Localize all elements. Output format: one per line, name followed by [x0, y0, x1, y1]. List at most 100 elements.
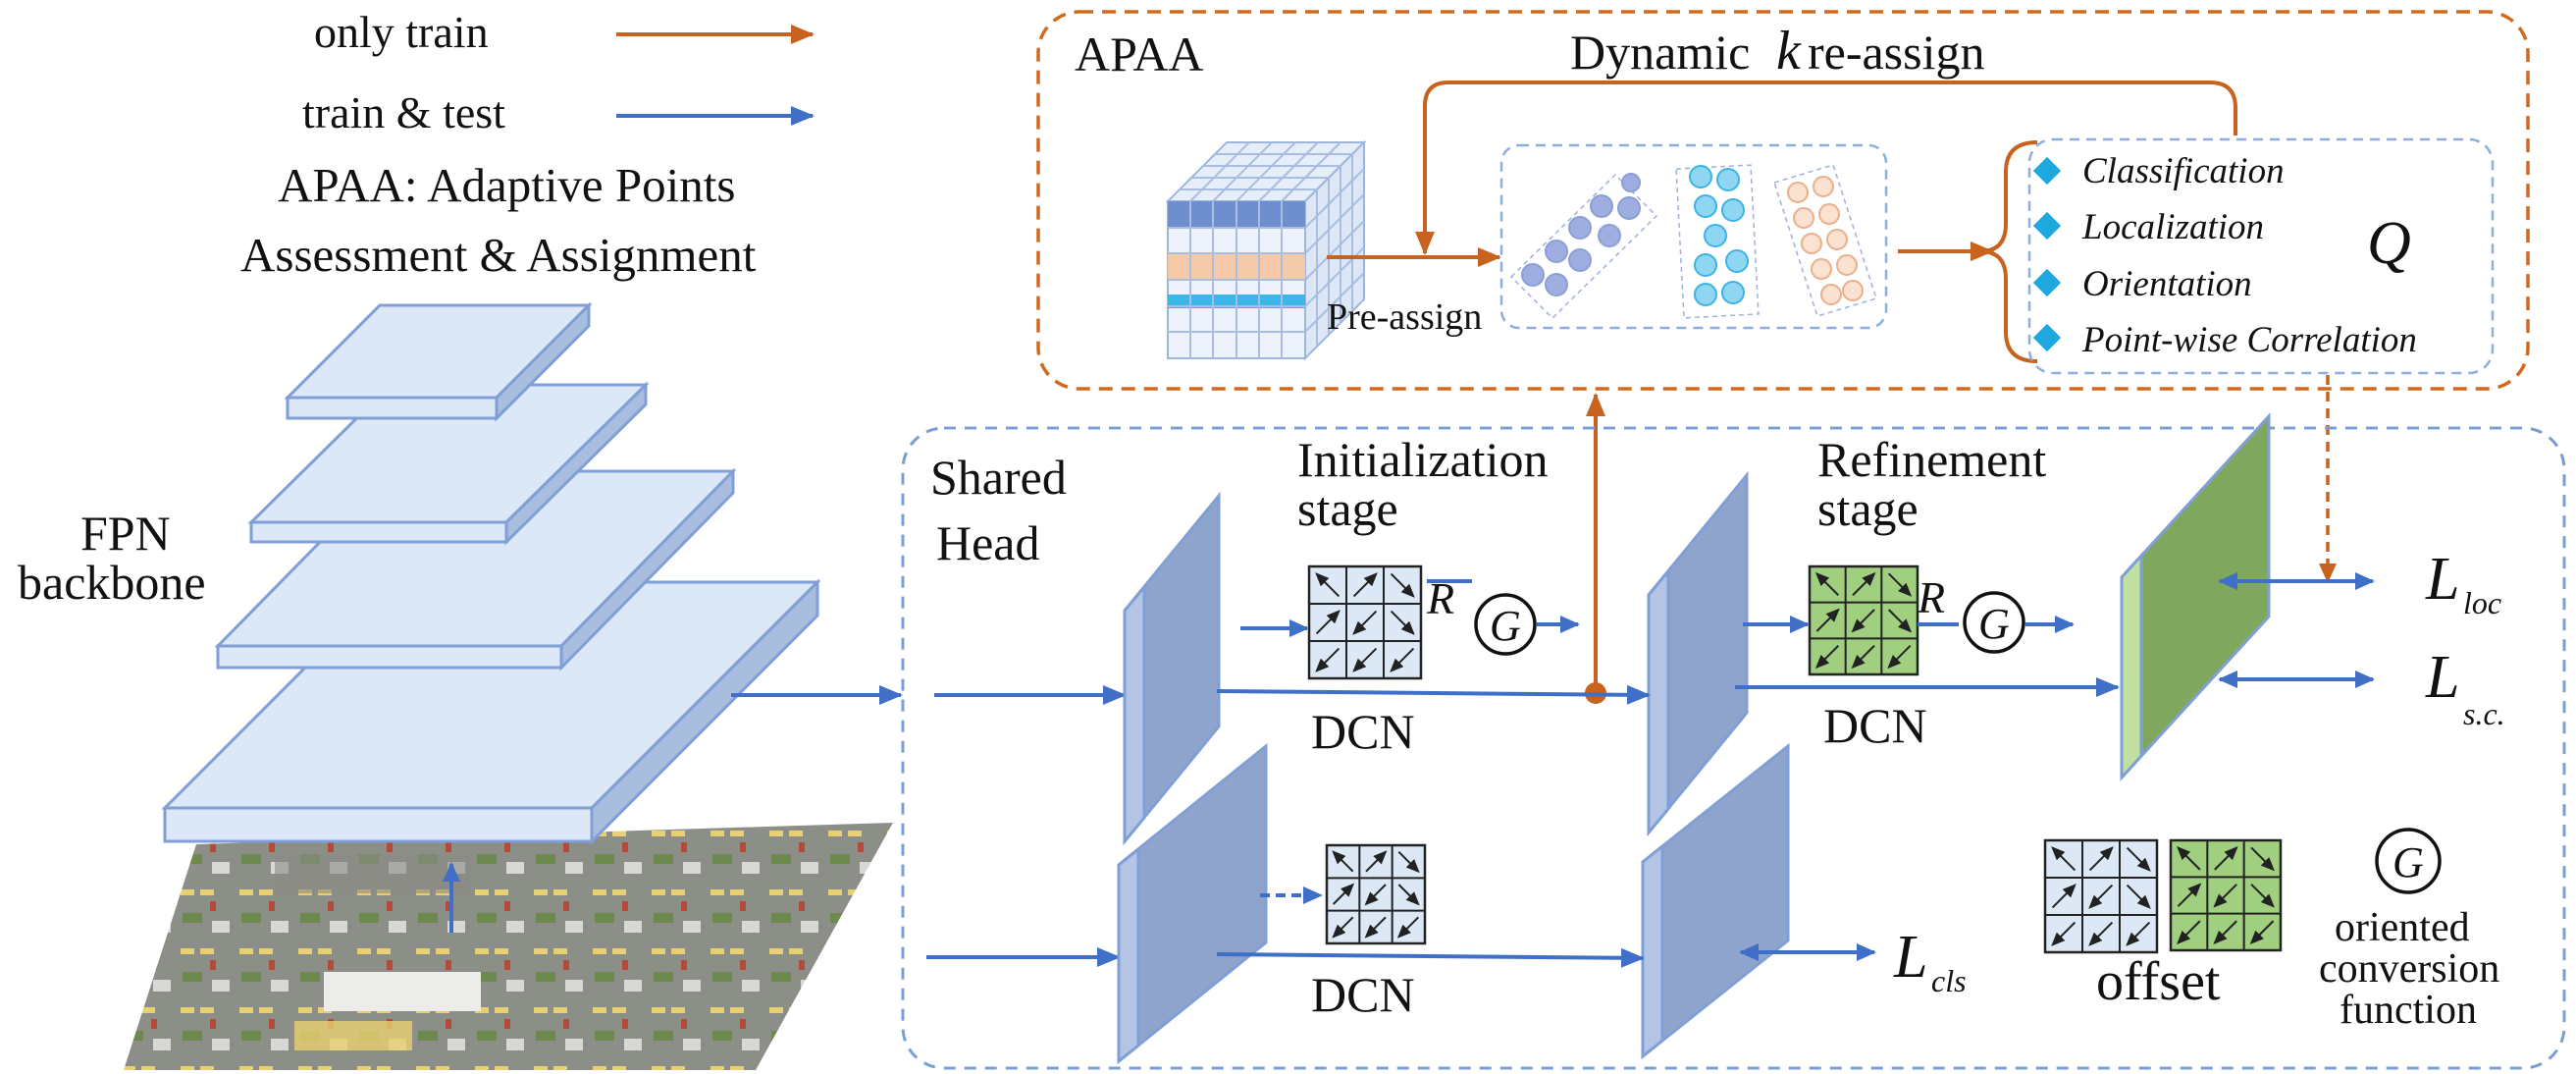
cls-dcn-label: DCN	[1311, 967, 1415, 1022]
offset-key-green-grid	[2169, 838, 2283, 952]
quality-item-orientation: Orientation	[2082, 264, 2252, 304]
q-symbol: Q	[2367, 210, 2411, 277]
offset-arrow	[2051, 846, 2077, 872]
loss-loc-subscript: loc	[2463, 585, 2501, 620]
g-function-key-icon	[2375, 828, 2442, 894]
offset-arrow	[1364, 916, 1387, 939]
offset-grid-init	[1307, 564, 1423, 680]
legend-only-train-label: only train	[314, 7, 489, 57]
init-g-function-icon	[1474, 593, 1537, 656]
offset-arrow	[2051, 884, 2077, 909]
feature-slab-refine-top	[1647, 470, 1749, 837]
loss-cls-symbol: L	[1893, 924, 1927, 991]
g-function-key-symbol: G	[2392, 838, 2424, 886]
loss-loc-symbol: L	[2425, 546, 2459, 613]
offset-arrow	[1315, 610, 1341, 635]
dynamic-k-symbol: k	[1776, 21, 1802, 81]
offset-arrow	[2126, 921, 2151, 946]
dynamic-label: Dynamic	[1570, 25, 1750, 80]
offset-arrow	[2088, 884, 2114, 909]
fpn-label-line1: FPN	[80, 506, 171, 561]
offset-grid-refine	[1808, 564, 1919, 676]
apaa-dashed-frame	[1036, 10, 2530, 391]
loss-loc: L loc	[2425, 546, 2501, 620]
offset-arrow	[2213, 884, 2237, 908]
offset-arrow	[1887, 572, 1913, 597]
feature-slab-cls	[1641, 742, 1790, 1060]
quality-item-classification: Classification	[2082, 151, 2285, 191]
offset-key-label: offset	[2096, 951, 2221, 1012]
offset-arrow	[1887, 609, 1913, 633]
shared-head-box: Shared Head Initialization stage Refinem…	[901, 412, 2566, 1070]
offset-arrow	[1332, 916, 1354, 939]
offset-arrow	[1315, 572, 1341, 598]
offset-arrow	[1390, 647, 1415, 672]
refine-dcn-label: DCN	[1823, 698, 1927, 753]
refine-r-symbol: R	[1917, 572, 1945, 622]
loss-sc: L s.c.	[2425, 644, 2505, 731]
offset-arrow	[2088, 921, 2114, 946]
offset-arrow	[2250, 884, 2275, 908]
offset-arrow	[1814, 571, 1840, 597]
refine-g-function-icon	[1963, 591, 2025, 654]
shared-head-dashed-frame	[901, 426, 2566, 1070]
init-dcn-label: DCN	[1311, 704, 1415, 759]
offset-arrow	[1887, 644, 1912, 670]
points-set-peach	[1773, 164, 1877, 317]
offset-arrow	[1397, 884, 1420, 906]
g-function-key-line1: oriented	[2335, 905, 2470, 950]
offset-grid-cls	[1325, 843, 1427, 945]
legend-train-test-label: train & test	[302, 87, 505, 137]
offset-arrow	[1815, 608, 1840, 632]
offset-arrow	[1390, 572, 1415, 598]
quality-measures-box: Classification Localization Orientation …	[2027, 137, 2495, 375]
offset-arrow	[1352, 572, 1378, 598]
offset-arrow	[2177, 920, 2201, 944]
offset-arrow	[1332, 850, 1354, 873]
offset-arrow	[2126, 846, 2151, 872]
fpn-pyramid: FPN backbone	[18, 301, 903, 1070]
aerial-input-image	[124, 823, 893, 1070]
offset-arrow	[2051, 921, 2077, 946]
loss-sc-symbol: L	[2425, 644, 2459, 711]
refine-g-symbol: G	[1978, 600, 2010, 648]
points-sets	[1499, 143, 1888, 330]
offset-key-blue-grid	[2043, 838, 2159, 954]
init-r-symbol: R	[1426, 573, 1454, 623]
points-set-cyan	[1675, 164, 1760, 319]
offset-key: offset	[2043, 838, 2283, 1012]
apaa-label: APAA	[1075, 27, 1204, 81]
offset-arrow	[1365, 850, 1388, 873]
loss-cls: L cls	[1893, 924, 1967, 998]
feature-cube	[1165, 139, 1367, 361]
offset-arrow	[2214, 846, 2238, 871]
g-function-key-line3: function	[2339, 988, 2477, 1033]
offset-arrow	[1852, 571, 1876, 597]
init-to-refine-arrow	[1216, 684, 1651, 705]
offset-arrow	[1397, 850, 1420, 874]
legend-apaa-line1: APAA: Adaptive Points	[278, 158, 735, 212]
offset-arrow	[2250, 846, 2275, 872]
refine-stage-label-line2: stage	[1817, 481, 1919, 536]
fpn-level-1	[284, 301, 593, 422]
offset-arrow	[2126, 884, 2151, 909]
offset-arrow	[1364, 884, 1387, 906]
quality-brace	[1979, 140, 2038, 363]
offset-arrow	[2177, 846, 2201, 871]
shared-head-label-line2: Head	[936, 515, 1040, 570]
feature-slab-init-bottom	[1117, 742, 1268, 1065]
offset-arrow	[2213, 920, 2237, 944]
fpn-level-4	[161, 578, 821, 845]
orientation-diamond-icon	[2032, 268, 2062, 297]
offset-arrow	[2249, 920, 2275, 944]
apaa-box: APAA Dynamic k re-assign	[1036, 10, 2530, 583]
localization-diamond-icon	[2032, 211, 2062, 241]
loss-sc-subscript: s.c.	[2463, 696, 2505, 731]
shared-head-label-line1: Shared	[930, 450, 1067, 505]
quality-item-point-correlation: Point-wise Correlation	[2081, 320, 2417, 360]
refine-stage-label-line1: Refinement	[1817, 432, 2046, 487]
offset-arrow	[1814, 644, 1840, 670]
dynamic-k-reassign-title: Dynamic k re-assign	[1570, 21, 1985, 81]
fpn-level-2	[247, 381, 650, 546]
